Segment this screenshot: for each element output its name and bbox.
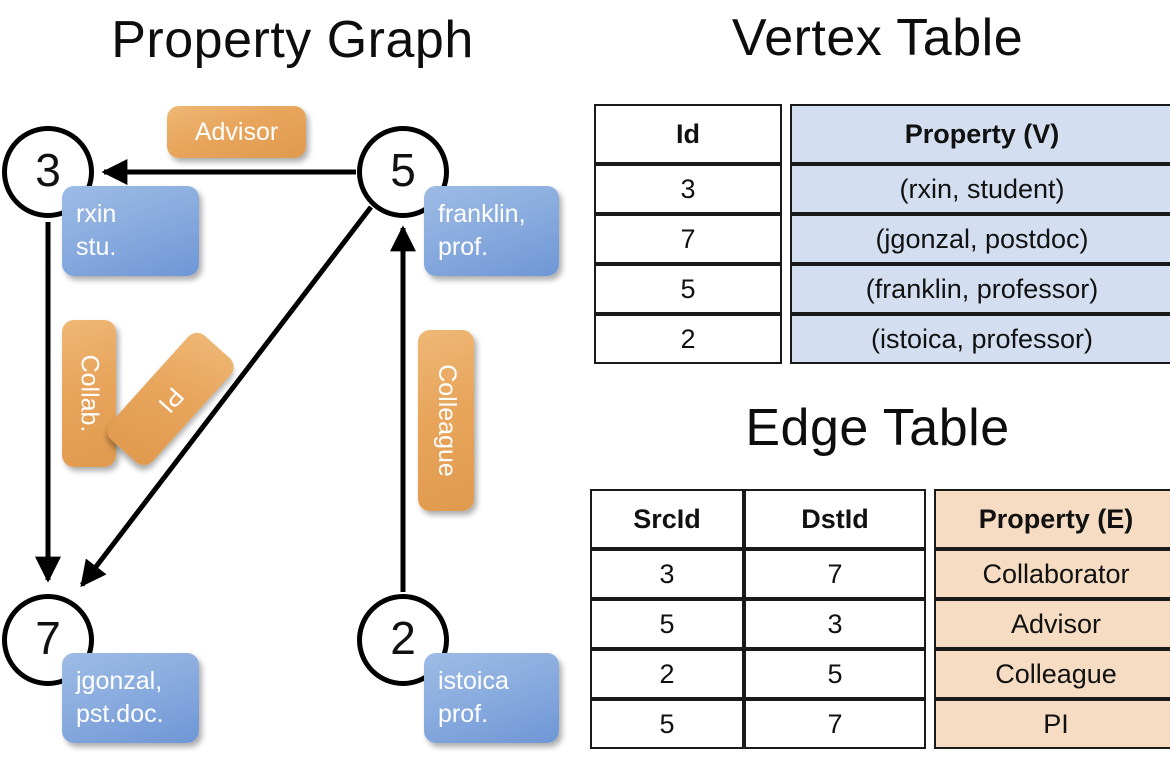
graph-vertex-5[interactable]: 5 — [357, 126, 449, 218]
edge-table-cell-dstid: 3 — [744, 599, 926, 649]
vertex-table-cell-property: (jgonzal, postdoc) — [790, 214, 1170, 264]
edge-property-collab-label: Collab. — [75, 354, 104, 433]
vertex-property-franklin-line2: prof. — [438, 233, 489, 261]
edge-table-header-property: Property (E) — [934, 489, 1170, 549]
table-row[interactable]: 3 (rxin, student) — [594, 164, 1170, 214]
vertex-table-header-row: Id Property (V) — [594, 104, 1170, 164]
vertex-property-box-istoica[interactable]: istoica prof. — [424, 653, 559, 743]
edge-table-column-gap — [926, 599, 934, 649]
vertex-2-id: 2 — [390, 612, 416, 664]
edge-table-header-row: SrcId DstId Property (E) — [590, 489, 1170, 549]
edge-property-box-collab[interactable]: Collab. — [62, 320, 116, 467]
vertex-property-istoica-line1: istoica — [438, 667, 509, 695]
edge-property-advisor-label: Advisor — [194, 117, 279, 146]
vertex-property-box-franklin[interactable]: franklin, prof. — [424, 186, 559, 276]
vertex-table-cell-id: 5 — [594, 264, 782, 314]
vertex-property-franklin-line1: franklin, — [438, 200, 526, 228]
vertex-property-jgonzal-line2: pst.doc. — [76, 700, 164, 728]
vertex-table-cell-id: 7 — [594, 214, 782, 264]
vertex-property-box-jgonzal[interactable]: jgonzal, pst.doc. — [62, 653, 199, 743]
edge-table-column-gap — [926, 549, 934, 599]
table-row[interactable]: 3 7 Collaborator — [590, 549, 1170, 599]
vertex-table-header-property: Property (V) — [790, 104, 1170, 164]
graph-edges-layer — [35, 159, 416, 592]
table-row[interactable]: 5 3 Advisor — [590, 599, 1170, 649]
edge-table-cell-dstid: 7 — [744, 549, 926, 599]
edge-property-box-colleague[interactable]: Colleague — [418, 330, 474, 511]
vertex-table-cell-id: 3 — [594, 164, 782, 214]
edge-table-cell-dstid: 5 — [744, 649, 926, 699]
vertex-table-cell-property: (istoica, professor) — [790, 314, 1170, 364]
vertex-table-cell-id: 2 — [594, 314, 782, 364]
vertex-table-column-gap — [782, 214, 790, 264]
vertex-5-id: 5 — [390, 144, 416, 196]
table-row[interactable]: 5 7 PI — [590, 699, 1170, 749]
vertex-table-cell-property: (rxin, student) — [790, 164, 1170, 214]
vertex-table-header-id: Id — [594, 104, 782, 164]
edge-table-column-gap — [926, 649, 934, 699]
edge-table-cell-property: Collaborator — [934, 549, 1170, 599]
vertex-table-column-gap — [782, 314, 790, 364]
page-title-edge-table: Edge Table — [745, 399, 1010, 457]
vertex-table-cell-property: (franklin, professor) — [790, 264, 1170, 314]
property-graph-panel: Property Graph 3 5 7 2 rxin stu. fr — [2, 11, 559, 743]
edge-table-cell-property: Advisor — [934, 599, 1170, 649]
vertex-table-column-gap — [782, 264, 790, 314]
edge-table-cell-srcid: 5 — [590, 699, 744, 749]
table-row[interactable]: 2 5 Colleague — [590, 649, 1170, 699]
edge-line-pi — [80, 205, 373, 588]
edge-table-cell-srcid: 3 — [590, 549, 744, 599]
edge-table-header-srcid: SrcId — [590, 489, 744, 549]
edge-table-cell-srcid: 5 — [590, 599, 744, 649]
table-row[interactable]: 5 (franklin, professor) — [594, 264, 1170, 314]
page-title-property-graph: Property Graph — [111, 11, 474, 69]
edge-table: SrcId DstId Property (E) 3 7 Collaborato… — [590, 489, 1170, 749]
edge-property-colleague-label: Colleague — [432, 364, 461, 477]
edge-table-header-dstid: DstId — [744, 489, 926, 549]
vertex-property-istoica-line2: prof. — [438, 700, 489, 728]
edge-property-box-advisor[interactable]: Advisor — [167, 106, 306, 158]
edge-table-cell-property: PI — [934, 699, 1170, 749]
vertex-property-jgonzal-line1: jgonzal, — [76, 667, 163, 695]
edge-table-cell-srcid: 2 — [590, 649, 744, 699]
vertex-7-id: 7 — [35, 612, 61, 664]
vertex-3-id: 3 — [35, 144, 61, 196]
edge-table-cell-property: Colleague — [934, 649, 1170, 699]
vertex-table-column-gap — [782, 164, 790, 214]
vertex-table: Id Property (V) 3 (rxin, student) 7 (jgo… — [594, 104, 1170, 364]
vertex-property-rxin-line1: rxin — [76, 200, 117, 228]
vertex-table-column-gap — [782, 104, 790, 164]
vertex-property-box-rxin[interactable]: rxin stu. — [62, 186, 199, 276]
edge-property-pi-label: PI — [152, 381, 190, 418]
table-row[interactable]: 2 (istoica, professor) — [594, 314, 1170, 364]
edge-table-cell-dstid: 7 — [744, 699, 926, 749]
edge-table-column-gap — [926, 489, 934, 549]
edge-table-column-gap — [926, 699, 934, 749]
page-title-vertex-table: Vertex Table — [731, 9, 1024, 67]
table-row[interactable]: 7 (jgonzal, postdoc) — [594, 214, 1170, 264]
graph-vertex-2[interactable]: 2 — [357, 594, 449, 686]
vertex-property-rxin-line2: stu. — [76, 233, 117, 261]
